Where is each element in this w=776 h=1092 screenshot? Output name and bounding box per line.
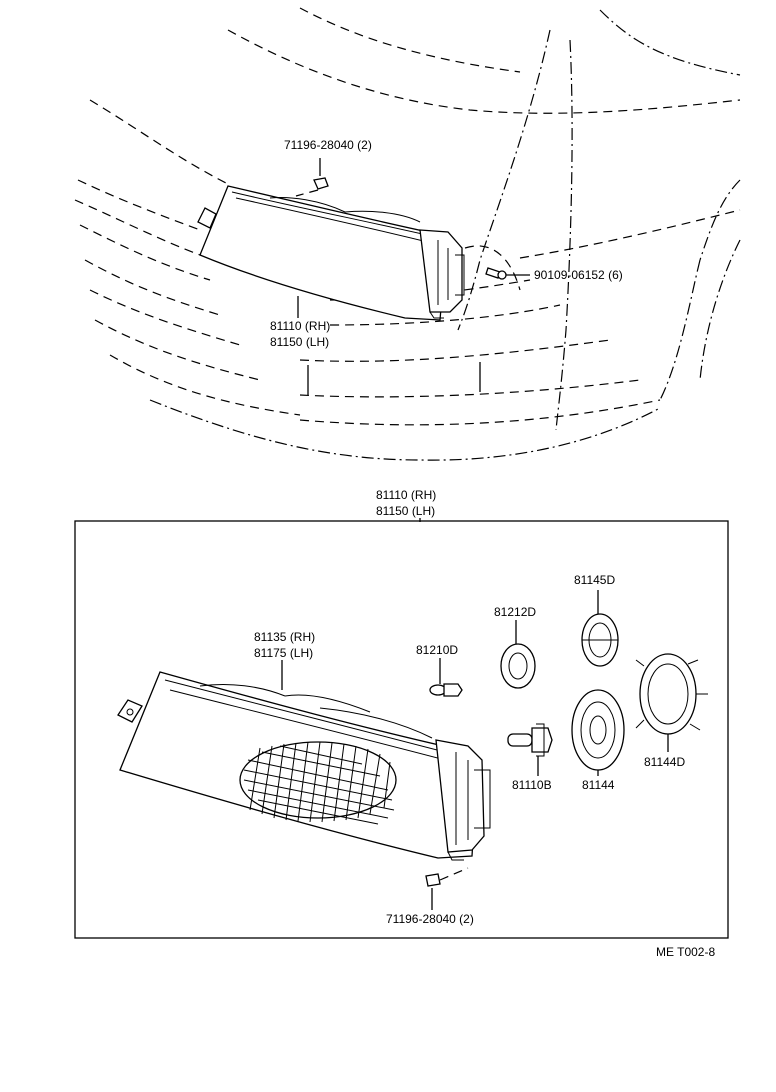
callout-top-unit-lh: 81150 (LH) xyxy=(270,335,329,349)
callout-cover-81144d: 81144D xyxy=(644,755,685,769)
callout-small-bulb: 81210D xyxy=(416,643,458,657)
callout-box-unit-rh: 81110 (RH) xyxy=(376,488,436,502)
vehicle-body-outline xyxy=(74,7,741,461)
callout-lens-rh: 81135 (RH) xyxy=(254,630,315,644)
callout-bottom-clip: 71196-28040 (2) xyxy=(386,912,474,926)
cover-81144d xyxy=(635,653,708,752)
lens-grid-pattern xyxy=(239,741,397,825)
callout-box-unit-lh: 81150 (LH) xyxy=(376,504,435,518)
socket-ring xyxy=(500,620,536,689)
callout-cap-81145d: 81145D xyxy=(574,573,615,587)
main-bulb xyxy=(507,723,553,776)
exploded-view-frame xyxy=(74,520,729,939)
callout-lens-lh: 81175 (LH) xyxy=(254,646,313,660)
figure-code: ME T002-8 xyxy=(656,945,715,959)
callout-main-bulb: 81110B xyxy=(512,778,552,792)
callout-socket-ring: 81212D xyxy=(494,605,536,619)
callout-top-screw: 90109-06152 (6) xyxy=(534,268,623,282)
callout-cover-81144: 81144 xyxy=(582,778,615,792)
callout-top-unit-rh: 81110 (RH) xyxy=(270,319,330,333)
bottom-clip xyxy=(425,867,469,910)
callout-top-clip: 71196-28040 (2) xyxy=(284,138,372,152)
top-headlamp-assembly xyxy=(197,158,530,321)
small-bulb xyxy=(429,658,463,697)
headlamp-lens-assembly xyxy=(117,660,491,861)
cover-81144 xyxy=(571,689,625,776)
cap-81145d xyxy=(581,590,619,667)
